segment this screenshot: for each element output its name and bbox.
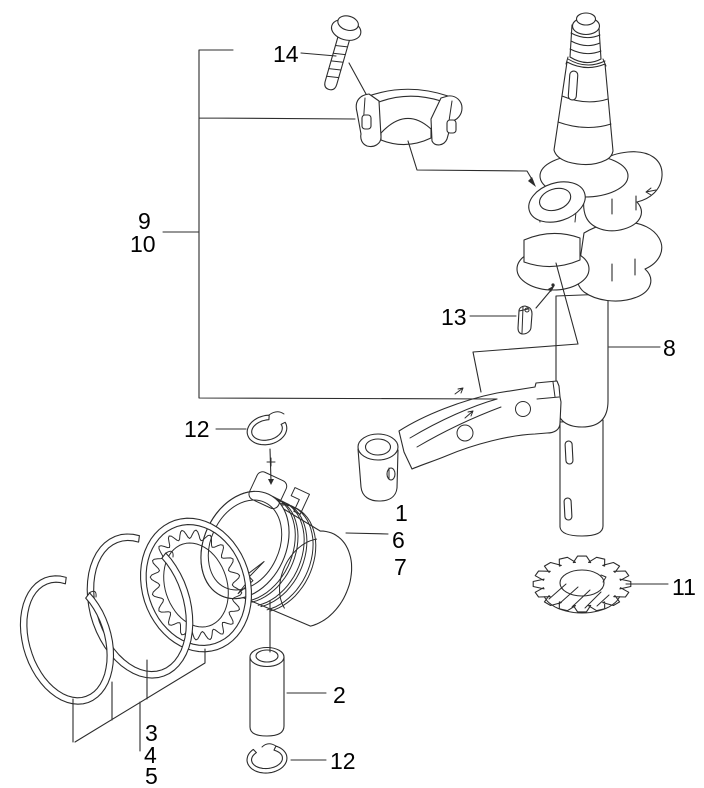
callout-3: 3 <box>145 720 158 746</box>
callout-12-lower: 12 <box>330 748 356 774</box>
callout-10: 10 <box>130 231 156 257</box>
callout-13: 13 <box>441 304 467 330</box>
callout-6: 6 <box>392 527 405 553</box>
rod-bearing-cap <box>355 88 463 148</box>
leader-rod-to-crankpin <box>472 262 579 393</box>
bracket-9-10 <box>162 49 498 400</box>
callout-9: 9 <box>138 208 151 234</box>
leader-rings <box>72 648 206 752</box>
woodruff-key <box>517 305 533 335</box>
callout-14: 14 <box>273 41 299 67</box>
callout-2: 2 <box>333 682 346 708</box>
callout-5: 5 <box>145 763 158 788</box>
leader-12-upper <box>215 428 272 482</box>
callout-1: 1 <box>395 500 408 526</box>
callout-4: 4 <box>144 742 157 768</box>
leader-cap-to-crankpin <box>407 140 534 182</box>
cap-bolt <box>324 15 362 91</box>
callout-labels: 14 9 10 13 8 12 1 6 7 2 12 3 4 5 11 <box>130 41 696 788</box>
crankshaft <box>516 12 663 537</box>
callout-7: 7 <box>394 554 407 580</box>
leader-13 <box>469 288 553 317</box>
second-compression-ring <box>86 533 194 679</box>
callout-12-upper: 12 <box>184 416 210 442</box>
oil-ring <box>140 517 252 653</box>
piston <box>200 457 353 627</box>
pin-circlip-lower <box>246 743 288 774</box>
callout-11: 11 <box>672 574 696 600</box>
top-compression-ring <box>19 575 115 705</box>
leader-lines <box>72 49 669 761</box>
pin-circlip-upper <box>246 411 288 446</box>
timing-gear <box>532 555 632 614</box>
callout-8: 8 <box>663 335 676 361</box>
piston-pin <box>249 646 285 737</box>
leader-1-6-7 <box>345 532 389 535</box>
leader-bolt <box>300 52 367 95</box>
connecting-rod <box>357 380 562 502</box>
